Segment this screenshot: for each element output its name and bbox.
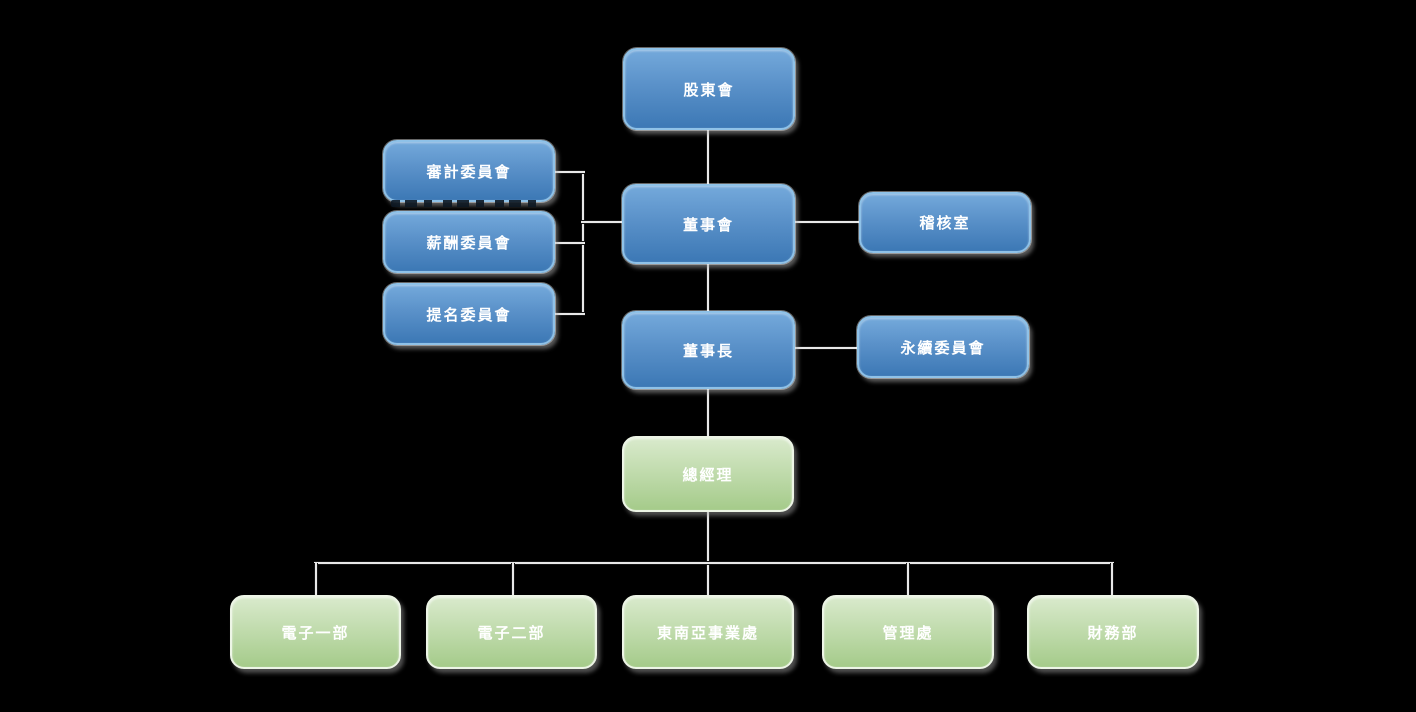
connector-board-chairman <box>706 263 710 312</box>
connector-nomination-committee-stub <box>552 312 585 316</box>
node-sustainability-committee: 永續委員會 <box>857 316 1029 378</box>
node-shareholders: 股東會 <box>623 48 795 130</box>
connector-shareholders-board <box>706 129 710 185</box>
connector-chairman-sustainability <box>793 346 859 350</box>
node-southeast-asia-division: 東南亞事業處 <box>622 595 794 669</box>
node-audit-committee: 審計委員會 <box>383 140 555 202</box>
node-board-of-directors: 董事會 <box>622 184 795 264</box>
node-general-manager: 總經理 <box>622 436 794 512</box>
node-label: 東南亞事業處 <box>656 624 759 642</box>
connector-general-manager-bus <box>706 510 710 598</box>
node-label: 股東會 <box>683 81 735 99</box>
node-administration-office: 管理處 <box>822 595 994 669</box>
node-label: 財務部 <box>1087 624 1139 642</box>
node-finance-dept: 財務部 <box>1027 595 1199 669</box>
connector-drop-electronics-dept-1 <box>314 563 318 597</box>
node-compensation-committee: 薪酬委員會 <box>383 211 555 273</box>
node-label: 薪酬委員會 <box>426 234 512 252</box>
node-label: 提名委員會 <box>426 306 512 324</box>
node-label: 電子一部 <box>281 624 350 642</box>
render-artifact <box>391 200 547 207</box>
connector-chairman-general-manager <box>706 388 710 439</box>
node-electronics-dept-2: 電子二部 <box>426 595 597 669</box>
connector-drop-finance-dept <box>1110 563 1114 597</box>
node-audit-office: 稽核室 <box>859 192 1031 253</box>
node-label: 管理處 <box>882 624 934 642</box>
node-label: 審計委員會 <box>426 163 512 181</box>
node-nomination-committee: 提名委員會 <box>383 283 555 345</box>
connector-drop-administration-office <box>906 563 910 597</box>
node-label: 董事長 <box>682 342 734 360</box>
node-label: 永續委員會 <box>900 339 986 357</box>
node-label: 稽核室 <box>919 215 971 232</box>
connector-board-audit-office <box>793 220 861 224</box>
connector-bottom-bus <box>314 561 1114 565</box>
node-label: 董事會 <box>682 216 734 234</box>
connector-audit-committee-stub <box>552 170 585 174</box>
connector-drop-electronics-dept-2 <box>511 563 515 597</box>
node-label: 總經理 <box>682 466 734 484</box>
node-chairman: 董事長 <box>622 311 795 389</box>
node-label: 電子二部 <box>477 624 546 642</box>
connector-compensation-committee-stub <box>552 241 585 245</box>
connector-bus-board <box>581 220 624 224</box>
node-electronics-dept-1: 電子一部 <box>230 595 401 669</box>
